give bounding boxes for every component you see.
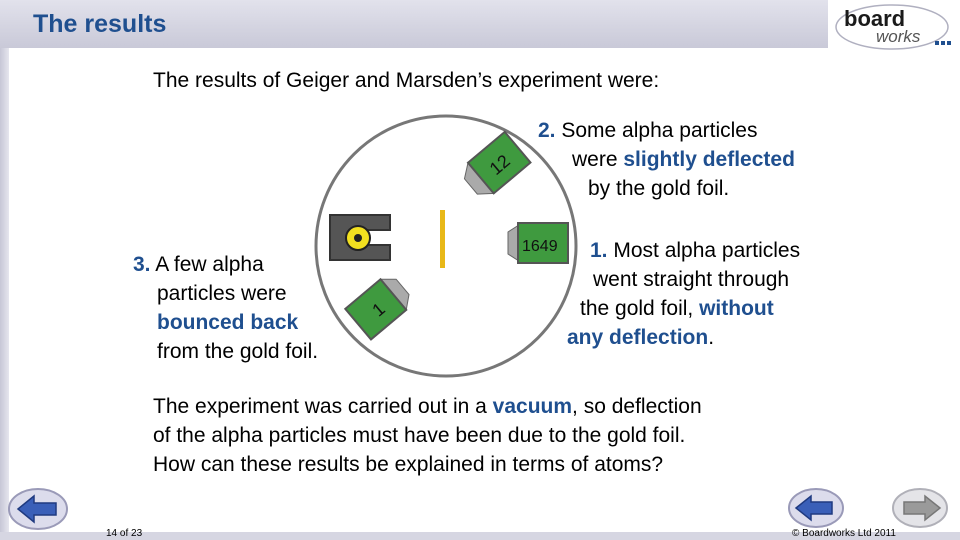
- title-bar: [0, 0, 828, 48]
- point-1-line4: any deflection.: [567, 323, 800, 352]
- logo-text-board: board: [844, 6, 905, 31]
- point-2-highlight: slightly deflected: [623, 148, 795, 171]
- detector-right-count: 1649: [522, 238, 558, 255]
- point-2-line1: Some alpha particles: [561, 119, 758, 142]
- point-3-line3: bounced back: [157, 311, 299, 334]
- right-arrow-icon: [903, 494, 942, 522]
- point-1-line3: the gold foil, without: [567, 294, 800, 323]
- point-1-line2: went straight through: [593, 268, 790, 291]
- point-1-line1-text: Most alpha particles: [613, 239, 801, 262]
- point-3-num: 3.: [133, 253, 151, 276]
- bottom-highlight: vacuum: [492, 395, 573, 418]
- point-3-text: 3. A few alpha particles were bounced ba…: [133, 250, 318, 366]
- point-3-line4: from the gold foil.: [157, 340, 319, 363]
- point-1-highlight-a: without: [699, 297, 774, 320]
- gold-foil: [440, 210, 445, 268]
- bottom-line1-a: The experiment was carried out in a: [153, 395, 493, 418]
- previous-button[interactable]: [786, 486, 846, 530]
- bottom-line1-c: , so deflection: [572, 395, 702, 418]
- point-1-text: 1. Most alpha particles went straight th…: [567, 236, 800, 352]
- detector-left: 1: [343, 277, 410, 341]
- next-button[interactable]: [890, 486, 950, 530]
- point-2-line2: were slightly deflected: [538, 145, 795, 174]
- point-1-highlight-b: any deflection: [567, 326, 709, 349]
- detector-top: 12: [463, 130, 532, 195]
- point-3-line1-text: A few alpha: [155, 253, 264, 276]
- footer-bar: [0, 532, 960, 540]
- boardworks-logo: board works: [835, 4, 951, 50]
- back-button[interactable]: [6, 486, 70, 532]
- point-1-line3-text: the gold foil,: [580, 297, 700, 320]
- detector-right: 1649: [507, 222, 569, 264]
- back-arrow-icon: [16, 494, 57, 524]
- left-strip: [0, 0, 9, 540]
- logo-text-works: works: [876, 27, 921, 46]
- point-3-line2: particles were: [157, 282, 287, 305]
- intro-text: The results of Geiger and Marsden’s expe…: [153, 69, 660, 92]
- point-3-line1: 3. A few alpha: [133, 250, 318, 279]
- bottom-text: The experiment was carried out in a vacu…: [153, 392, 702, 479]
- point-2-line3: by the gold foil.: [588, 177, 730, 200]
- bottom-line1: The experiment was carried out in a vacu…: [153, 392, 702, 421]
- geiger-marsden-diagram: 1649 12 1: [314, 114, 578, 378]
- bottom-line2: of the alpha particles must have been du…: [153, 424, 686, 447]
- copyright-text: © Boardworks Ltd 2011: [792, 528, 896, 539]
- point-2-line2-text: were: [572, 148, 624, 171]
- radiation-icon: [354, 234, 362, 242]
- left-arrow-icon: [794, 494, 833, 522]
- point-1-period: .: [708, 326, 715, 349]
- point-2-text: 2. Some alpha particles were slightly de…: [538, 116, 795, 203]
- bottom-line3: How can these results be explained in te…: [153, 453, 664, 476]
- point-1-num: 1.: [590, 239, 608, 262]
- point-2-num: 2.: [538, 119, 556, 142]
- slide-title: The results: [33, 10, 167, 38]
- point-1-line1: 1. Most alpha particles: [567, 236, 800, 265]
- page-number: 14 of 23: [106, 528, 143, 539]
- alpha-source: [329, 214, 391, 261]
